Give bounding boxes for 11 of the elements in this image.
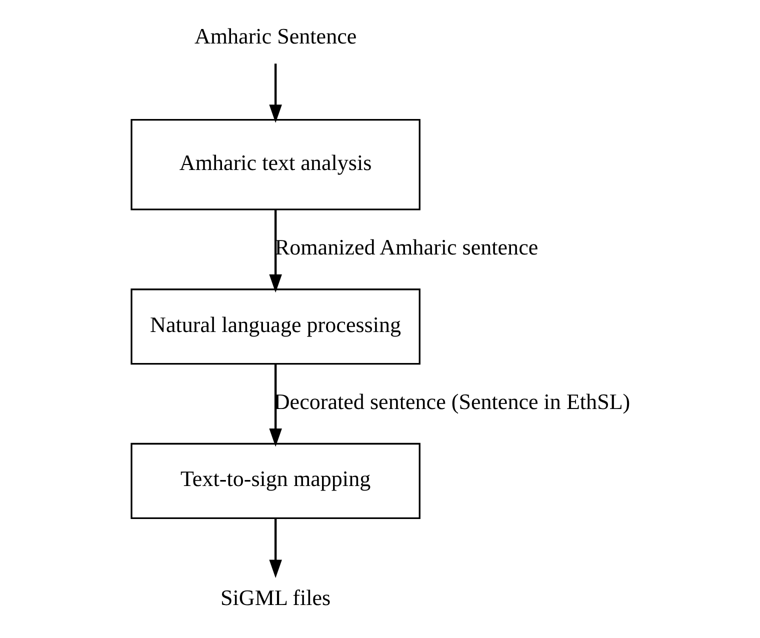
arrow [269,209,282,293]
edge-label: Decorated sentence (Sentence in EthSL) [274,389,630,414]
arrow [269,364,282,447]
node-box: Amharic text analysis [130,118,420,210]
node-box: Natural language processing [130,288,420,365]
arrow [269,518,282,578]
arrow [269,64,282,123]
edge-label: Romanized Amharic sentence [274,234,538,260]
node-box: Text-to-sign mapping [130,442,420,520]
node-text: SiGML files [220,584,331,610]
node-text: Amharic Sentence [194,24,357,49]
